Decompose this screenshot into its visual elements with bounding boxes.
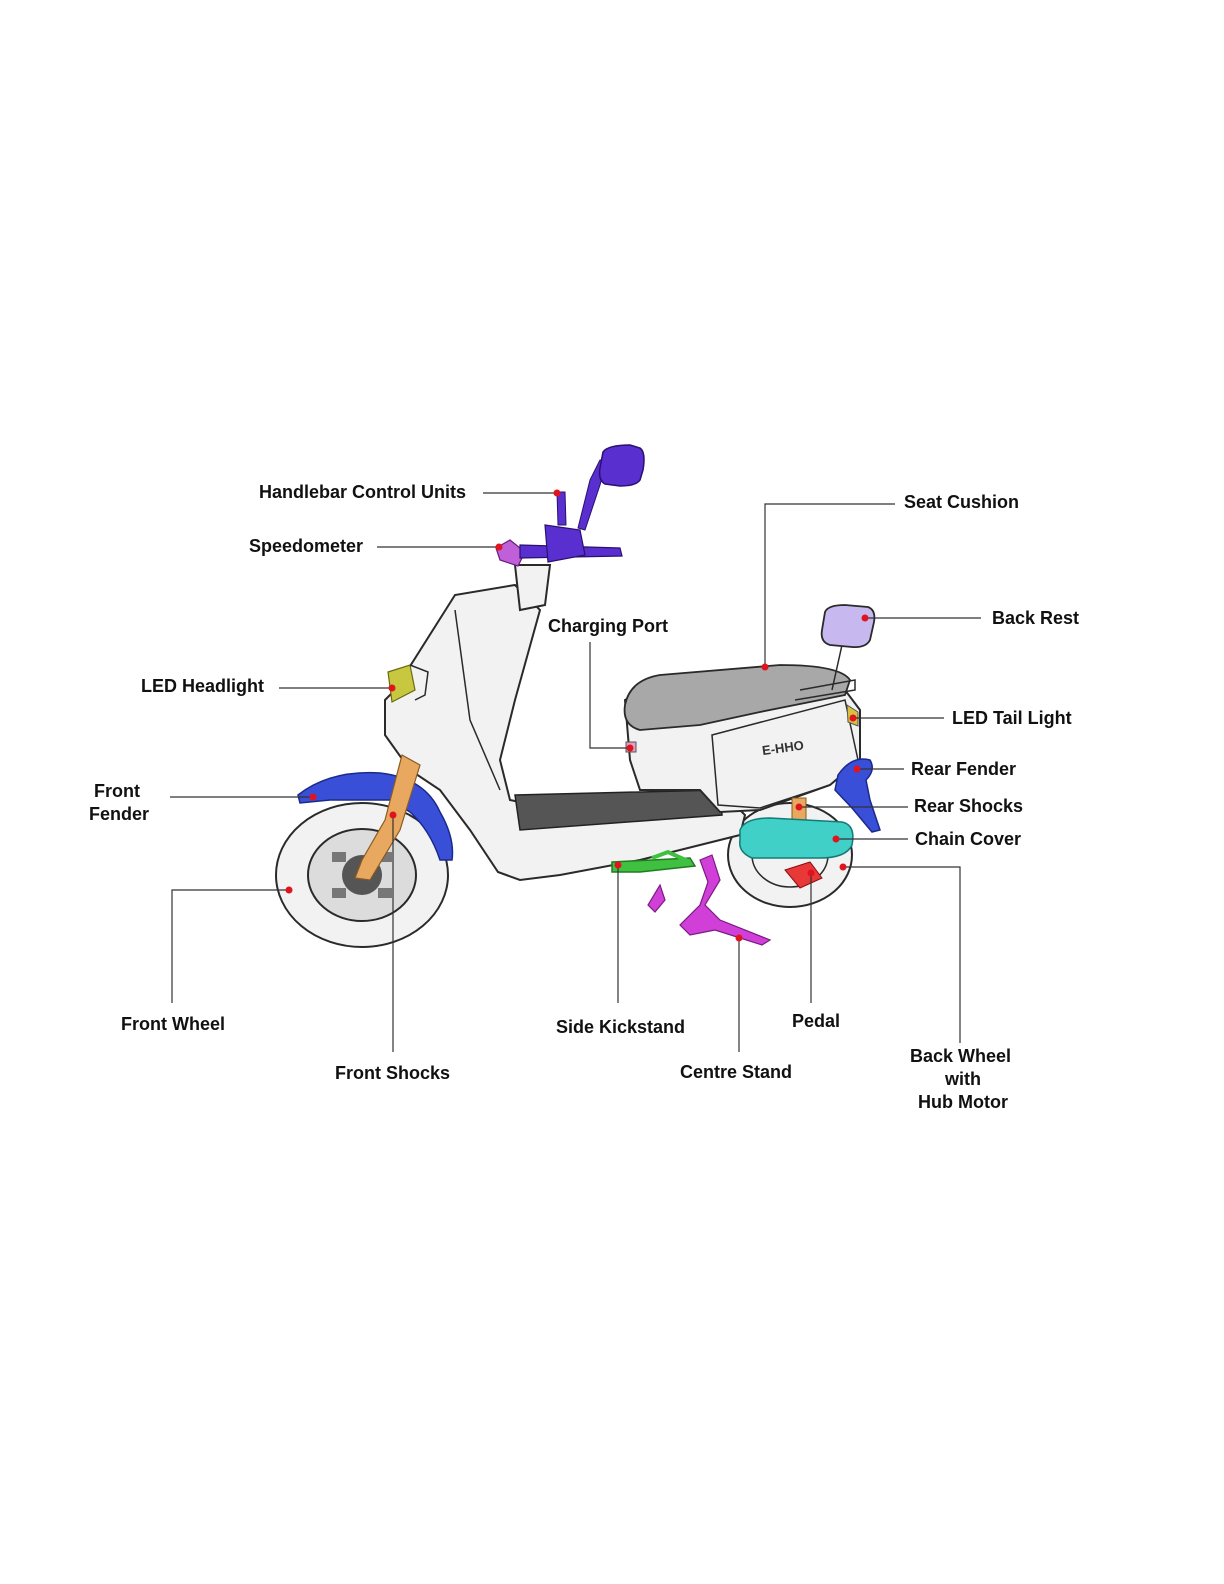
label-side-kickstand: Side Kickstand [556,1017,685,1037]
label-rear-shocks: Rear Shocks [914,796,1023,816]
marker-front-fender [310,794,317,801]
marker-side-kickstand [615,862,622,869]
label-front-fender-line1: Front [94,781,140,801]
label-speedometer: Speedometer [249,536,363,556]
marker-centre-stand [736,935,743,942]
marker-handlebar [554,490,561,497]
marker-headlight [389,685,396,692]
marker-speedometer [496,544,503,551]
scooter-illustration: E-HHO [276,445,880,947]
marker-pedal [808,870,815,877]
label-seat-cushion: Seat Cushion [904,492,1019,512]
label-led-headlight: LED Headlight [141,676,264,696]
marker-front-wheel [286,887,293,894]
label-back-wheel-line3: Hub Motor [918,1092,1008,1112]
marker-charging [627,745,634,752]
back-rest [822,605,875,647]
steering-column [515,565,550,610]
label-back-wheel-line2: with [944,1069,981,1089]
label-front-shocks: Front Shocks [335,1063,450,1083]
label-front-wheel: Front Wheel [121,1014,225,1034]
marker-tail-light [850,715,857,722]
marker-back-rest [862,615,869,622]
label-pedal: Pedal [792,1011,840,1031]
label-led-tail-light: LED Tail Light [952,708,1072,728]
label-back-rest: Back Rest [992,608,1079,628]
marker-front-shocks [390,812,397,819]
marker-seat [762,664,769,671]
handlebar-control-units [520,445,644,562]
label-chain-cover: Chain Cover [915,829,1021,849]
marker-chain-cover [833,836,840,843]
label-centre-stand: Centre Stand [680,1062,792,1082]
label-front-fender-line2: Fender [89,804,149,824]
marker-back-wheel [840,864,847,871]
marker-rear-shocks [796,804,803,811]
label-back-wheel-line1: Back Wheel [910,1046,1011,1066]
marker-rear-fender [854,766,861,773]
label-rear-fender: Rear Fender [911,759,1016,779]
label-handlebar-control-units: Handlebar Control Units [259,482,466,502]
label-charging-port: Charging Port [548,616,668,636]
